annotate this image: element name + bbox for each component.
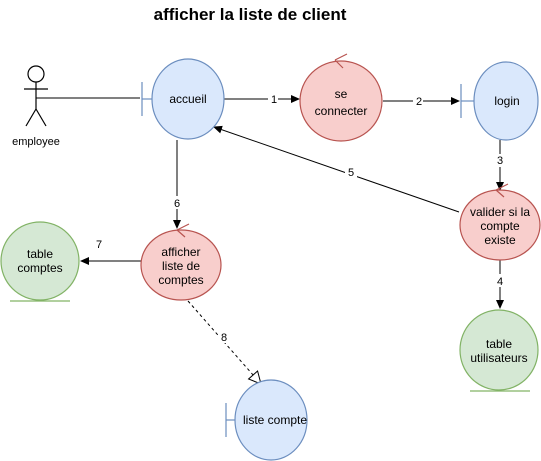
control-se-connecter[interactable]: se connecter bbox=[299, 53, 383, 142]
edge-7: 7 bbox=[80, 239, 141, 265]
diagram-title: afficher la liste de client bbox=[154, 5, 347, 24]
edge-5: 5 bbox=[213, 125, 460, 213]
edge-label-7: 7 bbox=[96, 239, 102, 251]
edge-8: 8 bbox=[187, 300, 262, 385]
node-label-table-utilisateurs-1: table bbox=[486, 337, 512, 351]
actor-employee[interactable]: employee bbox=[12, 65, 60, 148]
edge-label-2: 2 bbox=[416, 96, 422, 108]
node-label-table-comptes-2: comptes bbox=[17, 261, 62, 275]
node-label-table-utilisateurs-2: utilisateurs bbox=[470, 351, 527, 365]
node-label-afficher-1: afficher bbox=[161, 245, 200, 259]
node-label-se-connecter-1: se bbox=[335, 87, 348, 101]
edge-1: 1 bbox=[222, 92, 300, 106]
entity-table-utilisateurs[interactable]: table utilisateurs bbox=[459, 309, 539, 392]
node-label-liste-compte: liste compte bbox=[243, 413, 307, 427]
node-label-afficher-3: comptes bbox=[158, 273, 203, 287]
edge-label-1: 1 bbox=[271, 94, 277, 106]
control-afficher-liste[interactable]: afficher liste de comptes bbox=[140, 223, 222, 301]
boundary-liste-compte[interactable]: liste compte bbox=[225, 379, 308, 461]
actor-head bbox=[27, 65, 45, 83]
boundary-login[interactable]: login bbox=[460, 61, 539, 141]
boundary-accueil[interactable]: accueil bbox=[141, 58, 225, 140]
node-label-afficher-2: liste de bbox=[162, 259, 200, 273]
node-label-valider-3: existe bbox=[484, 233, 516, 247]
control-valider[interactable]: valider si la compte existe bbox=[459, 183, 541, 261]
edge-2: 2 bbox=[383, 94, 460, 108]
node-label-valider-1: valider si la bbox=[470, 205, 530, 219]
node-label-table-comptes-1: table bbox=[27, 247, 53, 261]
edge-label-8: 8 bbox=[221, 332, 227, 344]
edge-3: 3 bbox=[494, 140, 506, 191]
edge-label-5: 5 bbox=[348, 167, 354, 179]
edge-4: 4 bbox=[494, 259, 506, 309]
actor-label: employee bbox=[12, 136, 60, 148]
edge-label-3: 3 bbox=[497, 155, 503, 167]
node-label-se-connecter-2: connecter bbox=[315, 104, 368, 118]
edge-label-6: 6 bbox=[174, 198, 180, 210]
node-label-login: login bbox=[494, 94, 519, 108]
edge-6: 6 bbox=[171, 140, 183, 229]
node-label-accueil: accueil bbox=[169, 92, 206, 106]
node-label-valider-2: compte bbox=[480, 219, 520, 233]
entity-table-comptes[interactable]: table comptes bbox=[0, 221, 80, 302]
edge-label-4: 4 bbox=[497, 276, 503, 288]
